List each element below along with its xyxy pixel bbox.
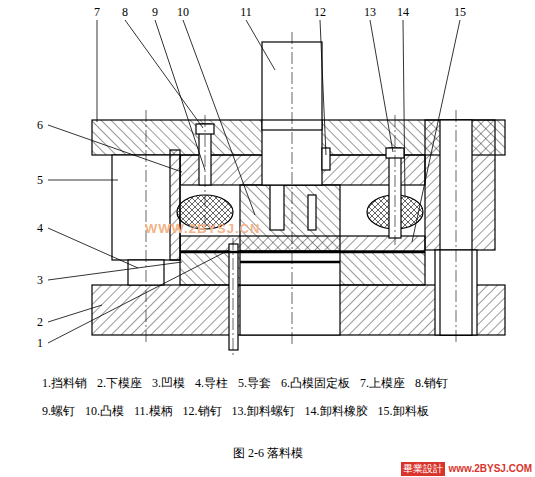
part-name: 12.销钉: [183, 404, 222, 418]
watermark: WWW.2BYSJ.CN: [145, 222, 260, 236]
callout-number: 12: [313, 5, 327, 19]
watermark-logo: 畢業設計: [401, 462, 445, 476]
part-name: 5.导套: [238, 376, 271, 390]
callout-number: 13: [363, 5, 377, 19]
part-name: 8.销钉: [415, 376, 448, 390]
parts-list-row: 9.螺钉 10.凸模 11.模柄 12.销钉 13.卸料螺钉 14.卸料橡胶 15.卸料板: [42, 404, 429, 418]
part-name: 3.凹模: [152, 376, 185, 390]
part-name: 11.模柄: [134, 404, 173, 418]
part-name: 6.凸模固定板: [281, 376, 350, 390]
callout-number: 14: [396, 5, 410, 19]
parts-list-row: 1.挡料销 2.下模座 3.凹模 4.导柱 5.导套 6.凸模固定板 7.上模座 8.销钉: [42, 376, 448, 390]
callout-number: 7: [93, 5, 101, 19]
callout-number: 10: [176, 5, 190, 19]
callout-number: 2: [36, 315, 44, 329]
part-name: 1.挡料销: [42, 376, 87, 390]
part-name: 10.凸模: [85, 404, 124, 418]
callout-number: 3: [36, 273, 44, 287]
callout-number: 4: [36, 221, 44, 235]
part-name: 15.卸料板: [378, 404, 429, 418]
callout-number: 1: [36, 336, 44, 350]
figure-caption: 图 2-6 落料模: [233, 446, 303, 460]
part-name: 4.导柱: [195, 376, 228, 390]
callout-number: 9: [151, 5, 159, 19]
callout-number: 5: [36, 173, 44, 187]
callout-number: 8: [121, 5, 129, 19]
part-name: 7.上模座: [360, 376, 405, 390]
part-name: 2.下模座: [97, 376, 142, 390]
callout-number: 15: [453, 5, 467, 19]
part-name: 14.卸料橡胶: [305, 404, 368, 418]
part-name: 13.卸料螺钉: [232, 404, 295, 418]
callout-number: 11: [239, 5, 253, 19]
callout-number: 6: [36, 118, 44, 132]
part-name: 9.螺钉: [42, 404, 75, 418]
watermark-url: www.2BYSJ.COM: [448, 462, 532, 476]
